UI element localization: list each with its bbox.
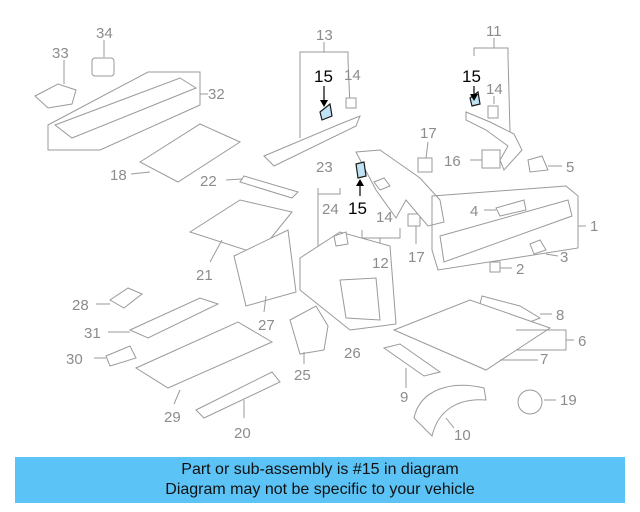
part-label: 6 xyxy=(578,333,586,350)
part-label: 20 xyxy=(234,425,251,442)
highlight-label-15: 15 xyxy=(462,67,481,86)
part-label: 3 xyxy=(560,249,568,266)
part-label: 14 xyxy=(344,67,361,84)
side-panels xyxy=(233,188,397,331)
trim-strip-22 xyxy=(225,175,299,199)
part-label: 7 xyxy=(540,351,548,368)
floor-panel-29 xyxy=(134,321,274,389)
banner-line-2: Diagram may not be specific to your vehi… xyxy=(165,481,475,498)
part-labels: 34 33 32 13 14 11 14 17 16 5 18 22 23 24… xyxy=(52,23,598,444)
part-label: 18 xyxy=(110,167,127,184)
part-label: 34 xyxy=(96,25,113,42)
part-label: 28 xyxy=(72,297,89,314)
side-trim-27 xyxy=(233,229,297,307)
part-label: 31 xyxy=(84,325,101,342)
rear-trim-1 xyxy=(431,185,586,273)
small-clips xyxy=(407,141,562,244)
part-label: 8 xyxy=(556,307,564,324)
part-label: 19 xyxy=(560,392,577,409)
part-label: 22 xyxy=(200,173,217,190)
part-label: 23 xyxy=(316,159,333,176)
part-label: 10 xyxy=(454,427,471,444)
side-trim-12 xyxy=(355,149,445,252)
info-banner: Part or sub-assembly is #15 in diagram D… xyxy=(15,457,625,503)
part-label: 2 xyxy=(516,261,524,278)
part-label: 16 xyxy=(444,153,461,170)
cargo-cover-group xyxy=(34,40,208,151)
part-label: 4 xyxy=(470,203,478,220)
cover-end-cap xyxy=(34,83,77,109)
part-label: 21 xyxy=(196,267,213,284)
part-label: 26 xyxy=(344,345,361,362)
rear-panel-11 xyxy=(465,38,523,171)
luggage-net-part xyxy=(130,123,242,183)
part-label: 14 xyxy=(486,81,503,98)
wheel-arch-10 xyxy=(413,384,556,437)
part-label: 9 xyxy=(400,389,408,406)
part-label: 17 xyxy=(420,125,437,142)
part-label: 30 xyxy=(66,351,83,368)
highlight-label-15: 15 xyxy=(314,67,333,86)
parts-diagram: 34 33 32 13 14 11 14 17 16 5 18 22 23 24… xyxy=(34,23,598,444)
highlight-labels: 15 15 15 xyxy=(314,67,481,218)
sill-plate-13 xyxy=(263,42,361,167)
part-label: 32 xyxy=(208,86,225,103)
floor-parts xyxy=(94,287,329,419)
part-label: 27 xyxy=(258,317,275,334)
banner-line-1: Part or sub-assembly is #15 in diagram xyxy=(181,461,459,478)
part-label: 33 xyxy=(52,45,69,62)
part-label: 17 xyxy=(408,249,425,266)
part-label: 24 xyxy=(322,201,339,218)
module-box xyxy=(91,57,115,77)
part-label: 25 xyxy=(294,367,311,384)
part-label: 12 xyxy=(372,255,389,272)
cargo-cover-roller xyxy=(53,77,198,139)
part-label: 11 xyxy=(486,23,502,40)
part-label: 5 xyxy=(566,159,574,176)
highlight-label-15: 15 xyxy=(348,199,367,218)
highlighted-part-15c xyxy=(355,161,367,179)
floor-mat-6 xyxy=(382,295,574,388)
part-label: 29 xyxy=(164,409,181,426)
part-label: 13 xyxy=(316,27,333,44)
part-label: 1 xyxy=(590,218,598,235)
highlighted-part-15a xyxy=(319,102,333,121)
part-label: 14 xyxy=(376,209,393,226)
